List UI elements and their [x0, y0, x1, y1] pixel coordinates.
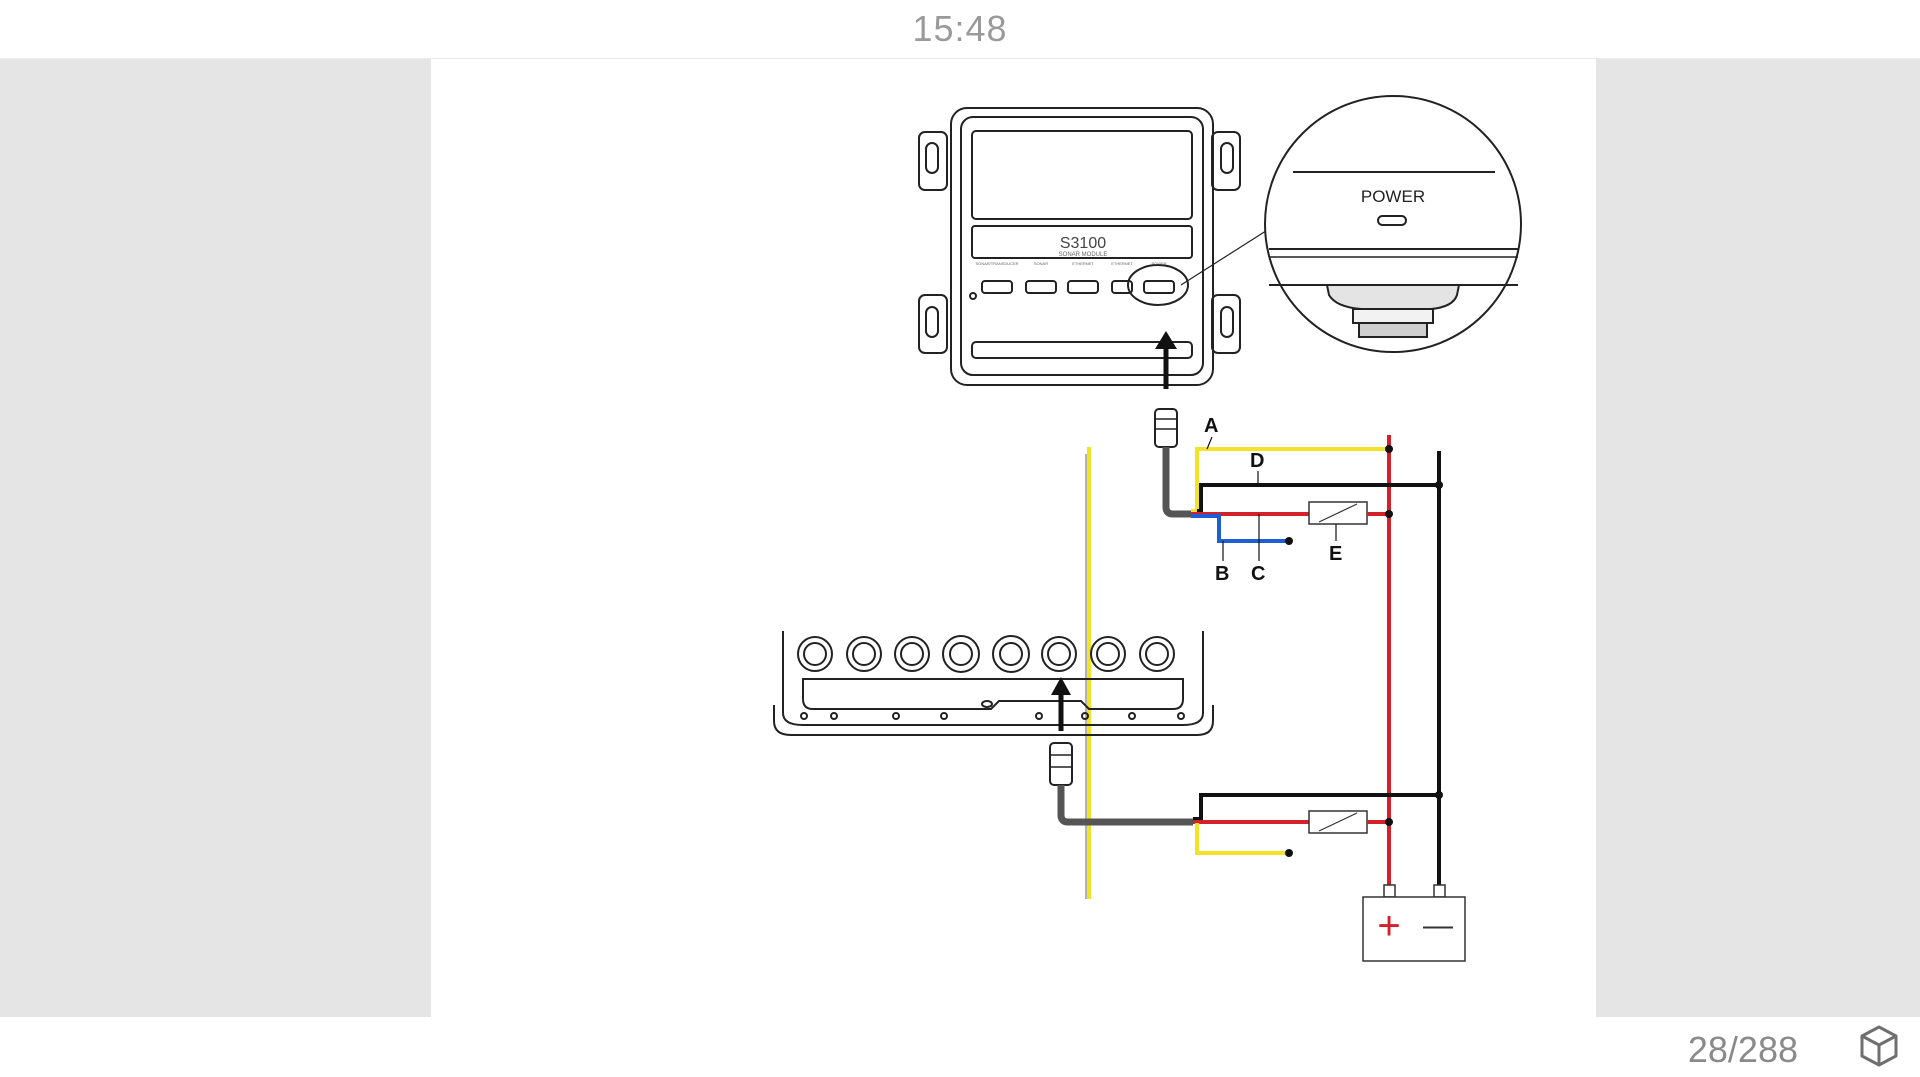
- label-c: C: [1251, 563, 1265, 585]
- wire-d-black: [1197, 483, 1439, 513]
- callout-power-label: POWER: [1361, 187, 1425, 206]
- label-b: B: [1215, 563, 1229, 585]
- document-viewer[interactable]: S3100 SONAR MODULE SONAR/TRANSDUCER SONA…: [0, 59, 1920, 1017]
- battery-plus: +: [1377, 904, 1400, 948]
- port-label-4: ETHERNET: [1111, 261, 1133, 266]
- port-label-3: ETHERNET: [1072, 261, 1094, 266]
- lower-wire-black: [1193, 793, 1439, 821]
- cube-icon[interactable]: [1856, 1023, 1902, 1069]
- port-label-1: SONAR/TRANSDUCER: [975, 261, 1018, 266]
- module-model: S3100: [1060, 235, 1106, 252]
- label-a: A: [1204, 415, 1218, 437]
- sonar-module: [918, 107, 1241, 386]
- wiring-diagram: S3100 SONAR MODULE SONAR/TRANSDUCER SONA…: [773, 95, 1522, 962]
- display-arrow: [1051, 677, 1071, 731]
- label-d: D: [1250, 450, 1264, 472]
- viewer-footer: 28/288: [0, 1017, 1920, 1077]
- page-indicator: 28/288: [1687, 1029, 1798, 1070]
- label-e: E: [1329, 543, 1342, 565]
- wire-b-blue: [1191, 514, 1289, 543]
- callout-leader: [1180, 228, 1270, 286]
- display-unit: [773, 631, 1214, 736]
- wire-labels: A D B C E: [1204, 415, 1342, 585]
- battery-minus: —: [1423, 909, 1453, 942]
- status-bar: 15:48: [0, 0, 1920, 59]
- label-leaders: [1206, 436, 1337, 561]
- module-arrow: [1155, 331, 1177, 389]
- module-labels: S3100 SONAR MODULE SONAR/TRANSDUCER SONA…: [975, 235, 1166, 266]
- status-clock: 15:48: [912, 8, 1008, 49]
- lower-connector: [1049, 742, 1193, 826]
- power-port-callout: POWER: [1264, 95, 1522, 353]
- wire-a-yellow: [1191, 447, 1389, 513]
- lower-wire-yellow: [1195, 823, 1289, 855]
- port-label-2: SONAR: [1034, 261, 1048, 266]
- battery: + —: [1362, 884, 1466, 962]
- module-subtitle: SONAR MODULE: [1059, 252, 1108, 258]
- upper-connector: [1154, 408, 1191, 518]
- port-label-5: POWER: [1151, 261, 1166, 266]
- document-page: S3100 SONAR MODULE SONAR/TRANSDUCER SONA…: [431, 59, 1596, 1017]
